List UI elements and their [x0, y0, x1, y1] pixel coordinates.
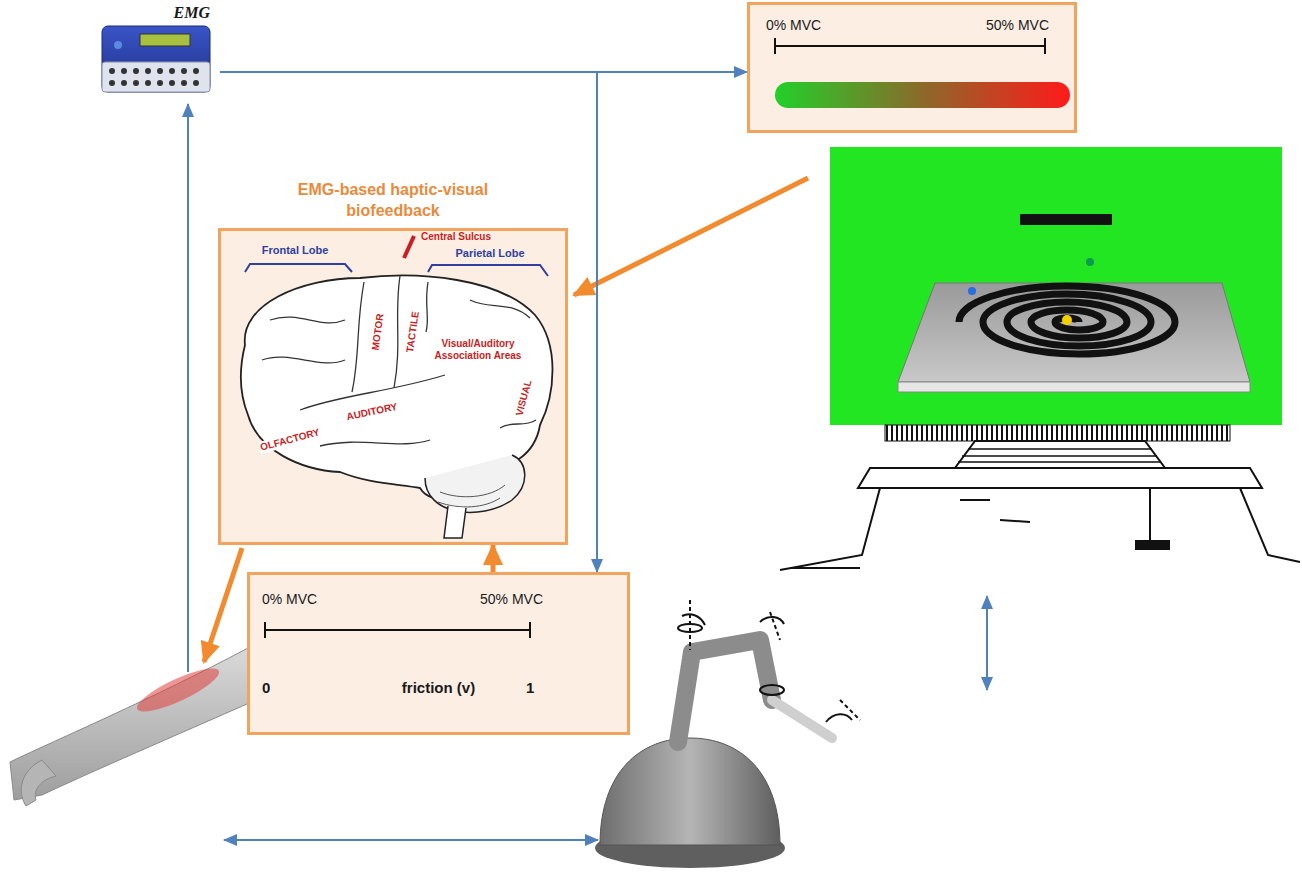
illustration-part: [121, 80, 127, 86]
illustration-part: [109, 68, 199, 86]
effort-bar: [1020, 214, 1112, 225]
brain-label: Visual/Auditory Association Areas: [432, 338, 524, 362]
haptic-stylus: [772, 700, 832, 738]
illustration-part: [193, 80, 199, 86]
visual-feedback-box: 0% MVC 50% MVC: [747, 2, 1077, 133]
hand-device-arrow: [224, 839, 598, 841]
scale-max: 50% MVC: [986, 17, 1049, 34]
motor-command-arrow: [204, 548, 242, 662]
illustration-part: [121, 68, 127, 74]
illustration-part: [181, 80, 187, 86]
brain-illustration: [218, 228, 568, 545]
biofeedback-box: EMG-based haptic-visual biofeedback: [218, 228, 568, 545]
scale-min: 0% MVC: [262, 591, 317, 608]
illustration-part: [678, 624, 702, 632]
illustration-part: [245, 264, 352, 272]
illustration-part: [193, 68, 199, 74]
muscle-highlight: [133, 661, 224, 719]
illustration-part: [760, 685, 784, 695]
illustration-part: [145, 68, 151, 74]
monitor-bezel: [885, 425, 1230, 441]
illustration-part: [438, 485, 505, 507]
illustration-part: [102, 26, 210, 92]
illustration-part: [426, 282, 428, 332]
illustration-part: [320, 440, 430, 446]
emg-signal-arrow: [187, 104, 189, 672]
scale-max: 50% MVC: [480, 591, 543, 608]
friction-max: 1: [526, 679, 534, 696]
monitor-neck: [955, 441, 1165, 468]
spiral-track: [959, 286, 1175, 354]
illustration-part: [157, 80, 163, 86]
illustration-part: [262, 357, 345, 363]
brain-label: Parietal Lobe: [454, 247, 525, 259]
desk-part: [1135, 540, 1170, 550]
brain-label: Central Sulcus: [420, 231, 492, 243]
box-heading: EMG-based haptic-visual biofeedback: [268, 179, 518, 221]
illustration-part: [145, 80, 151, 86]
illustration-part: [102, 62, 210, 92]
illustration-part: [394, 276, 400, 388]
device-label: EMG: [174, 4, 210, 21]
rotation-symbols: [678, 600, 860, 722]
illustration-part: [169, 68, 175, 74]
game-platform: [898, 283, 1250, 382]
illustration-part: [270, 317, 345, 323]
emg-device: EMG: [95, 0, 220, 100]
illustration-part: [169, 80, 175, 86]
illustration-part: [265, 622, 530, 638]
feedback-arrow: [574, 178, 808, 295]
illustration-part: [140, 34, 190, 46]
illustration-part: [425, 455, 525, 512]
illustration-part: [352, 282, 364, 392]
illustration-part: [775, 82, 1070, 108]
haptic-feedback-box: 0% MVC 50% MVC 0 friction (v) 1: [247, 572, 630, 735]
game-screen: [830, 147, 1282, 425]
start-dot: [1086, 258, 1094, 266]
illustration-part: [114, 41, 122, 49]
hand: [21, 760, 56, 806]
illustration-part: [157, 68, 163, 74]
illustration-part: [109, 68, 115, 74]
illustration-part: [133, 80, 139, 86]
illustration-part: [404, 236, 414, 258]
scale-min: 0% MVC: [766, 17, 821, 34]
illustration-part: [133, 68, 139, 74]
illustration-part: [500, 420, 536, 428]
signal-connector: [491, 545, 496, 572]
illustration-part: [775, 38, 1045, 54]
illustration-part: [682, 614, 705, 625]
illustration-part: [181, 68, 187, 74]
illustration-part: [262, 276, 536, 446]
device-screen-arrow: [986, 596, 988, 690]
illustration-part: [760, 617, 784, 624]
monitor-base: [858, 468, 1262, 488]
platform-edge: [898, 382, 1250, 392]
target-dot: [1062, 315, 1072, 325]
desk-lines: [780, 488, 1300, 570]
friction-label: friction (v): [402, 679, 475, 696]
haptic-arm: [678, 640, 772, 742]
illustration-part: [470, 300, 530, 318]
neck-lines: [958, 449, 1161, 462]
haptic-dome: [600, 738, 780, 845]
illustration-part: [444, 506, 466, 538]
cursor-dot: [968, 287, 976, 295]
illustration-part: [428, 265, 548, 276]
friction-min: 0: [262, 679, 270, 696]
illustration-part: [826, 714, 852, 722]
brain-label: Frontal Lobe: [261, 244, 330, 256]
illustration-part: [109, 80, 115, 86]
